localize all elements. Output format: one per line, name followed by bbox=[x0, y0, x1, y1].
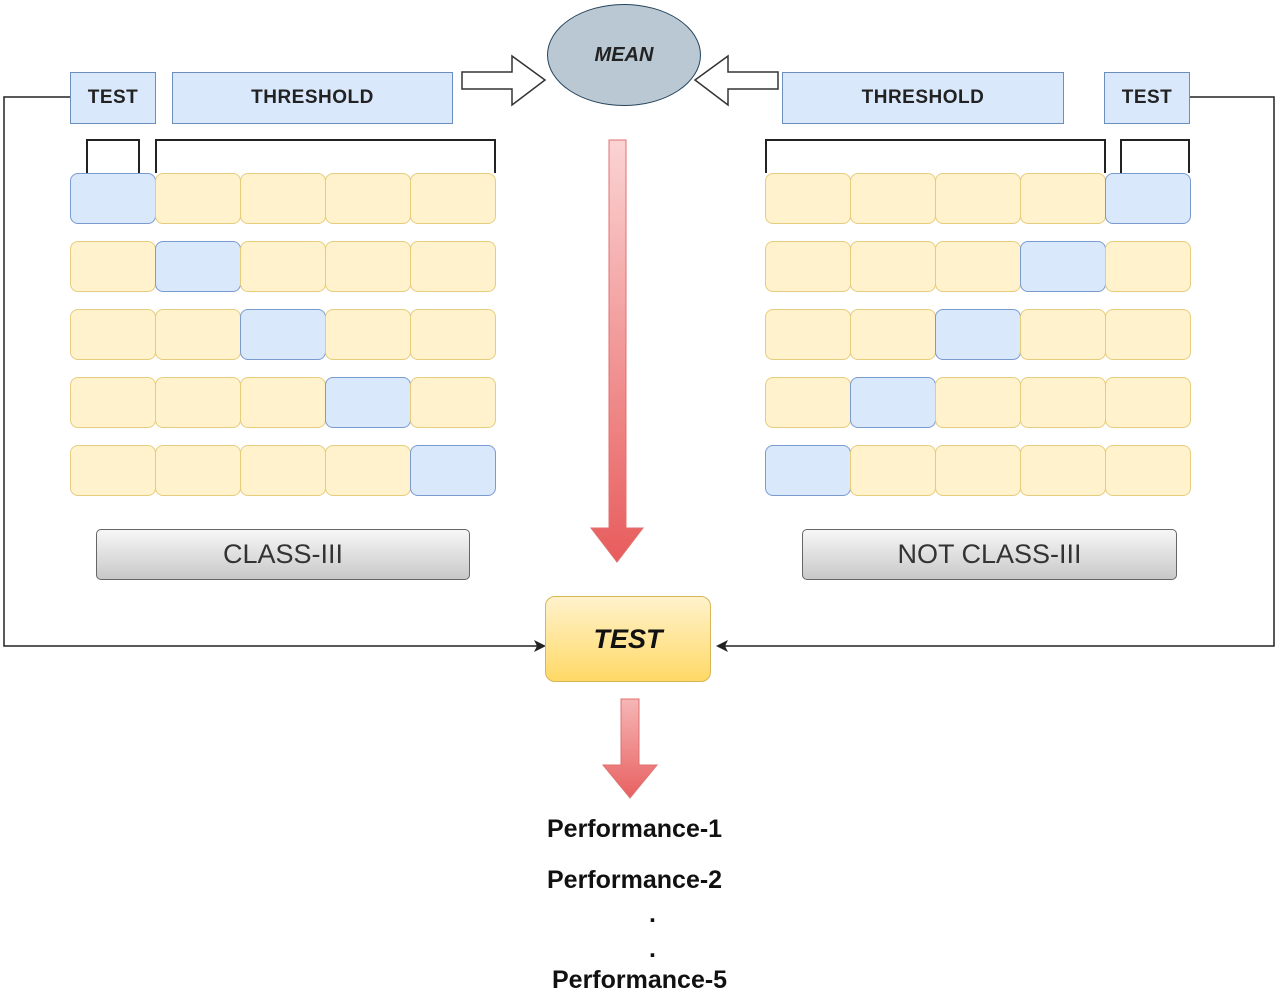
right-grid-cell bbox=[850, 377, 936, 428]
left-grid-cell bbox=[240, 309, 326, 360]
left-grid-cell bbox=[325, 173, 411, 224]
right-grid-cell bbox=[1020, 173, 1106, 224]
test-node: TEST bbox=[545, 596, 711, 682]
left-grid-cell bbox=[155, 173, 241, 224]
left-grid-cell bbox=[410, 173, 496, 224]
down-arrow-small bbox=[601, 698, 659, 799]
right-grid-cell bbox=[935, 377, 1021, 428]
right-grid-cell bbox=[1020, 309, 1106, 360]
mean-node: MEAN bbox=[547, 4, 701, 106]
right-test-bracket bbox=[1120, 139, 1190, 173]
left-grid-cell bbox=[240, 241, 326, 292]
left-grid-cell bbox=[325, 241, 411, 292]
right-grid-cell bbox=[765, 309, 851, 360]
left-grid-cell bbox=[70, 309, 156, 360]
right-grid-cell bbox=[850, 445, 936, 496]
right-grid-cell bbox=[935, 445, 1021, 496]
left-feedback-arrowhead bbox=[534, 640, 546, 652]
right-test-header: TEST bbox=[1104, 72, 1190, 124]
left-grid-cell bbox=[155, 377, 241, 428]
right-grid-cell bbox=[765, 241, 851, 292]
left-grid-cell bbox=[240, 173, 326, 224]
right-grid-cell bbox=[765, 377, 851, 428]
left-threshold-bracket bbox=[155, 139, 496, 173]
left-grid-cell bbox=[70, 445, 156, 496]
right-grid-cell bbox=[765, 445, 851, 496]
right-grid-cell bbox=[850, 173, 936, 224]
left-grid-cell bbox=[240, 445, 326, 496]
right-grid-cell bbox=[1105, 241, 1191, 292]
not-class-iii-label-box: NOT CLASS-III bbox=[802, 529, 1177, 580]
left-grid-cell bbox=[325, 377, 411, 428]
left-test-header: TEST bbox=[70, 72, 156, 124]
performance-1-label: Performance-1 bbox=[547, 815, 723, 843]
right-grid-cell bbox=[1105, 173, 1191, 224]
left-grid-cell bbox=[410, 309, 496, 360]
right-threshold-header: THRESHOLD bbox=[782, 72, 1064, 124]
right-grid-cell bbox=[1105, 377, 1191, 428]
left-grid-cell bbox=[325, 309, 411, 360]
right-grid-cell bbox=[1020, 241, 1106, 292]
left-grid-cell bbox=[70, 241, 156, 292]
right-grid-cell bbox=[850, 241, 936, 292]
right-grid-cell bbox=[850, 309, 936, 360]
left-grid-cell bbox=[155, 241, 241, 292]
right-hollow-arrow bbox=[693, 54, 779, 107]
right-grid-cell bbox=[935, 309, 1021, 360]
right-grid-cell bbox=[1020, 445, 1106, 496]
left-threshold-header: THRESHOLD bbox=[172, 72, 453, 124]
ellipsis-dot-2: . bbox=[649, 935, 656, 963]
left-grid-cell bbox=[70, 377, 156, 428]
right-grid-cell bbox=[935, 241, 1021, 292]
right-grid-cell bbox=[935, 173, 1021, 224]
down-arrow-large bbox=[589, 139, 645, 563]
right-grid-cell bbox=[1020, 377, 1106, 428]
right-grid-cell bbox=[765, 173, 851, 224]
left-grid-cell bbox=[325, 445, 411, 496]
class-iii-label-box: CLASS-III bbox=[96, 529, 470, 580]
left-grid-cell bbox=[155, 445, 241, 496]
left-fold-grid bbox=[70, 173, 496, 496]
left-grid-cell bbox=[410, 445, 496, 496]
ellipsis-dot-1: . bbox=[649, 900, 656, 928]
right-fold-grid bbox=[765, 173, 1191, 496]
right-feedback-arrowhead bbox=[716, 640, 728, 652]
left-feedback-line bbox=[3, 96, 538, 647]
left-test-bracket bbox=[86, 139, 140, 173]
left-grid-cell bbox=[410, 241, 496, 292]
performance-5-label: Performance-5 bbox=[552, 966, 728, 994]
left-grid-cell bbox=[410, 377, 496, 428]
right-threshold-bracket bbox=[765, 139, 1106, 173]
right-grid-cell bbox=[1105, 309, 1191, 360]
left-hollow-arrow bbox=[461, 54, 547, 107]
left-grid-cell bbox=[70, 173, 156, 224]
performance-2-label: Performance-2 bbox=[547, 866, 723, 894]
right-grid-cell bbox=[1105, 445, 1191, 496]
left-grid-cell bbox=[155, 309, 241, 360]
right-feedback-line bbox=[724, 96, 1275, 647]
left-grid-cell bbox=[240, 377, 326, 428]
